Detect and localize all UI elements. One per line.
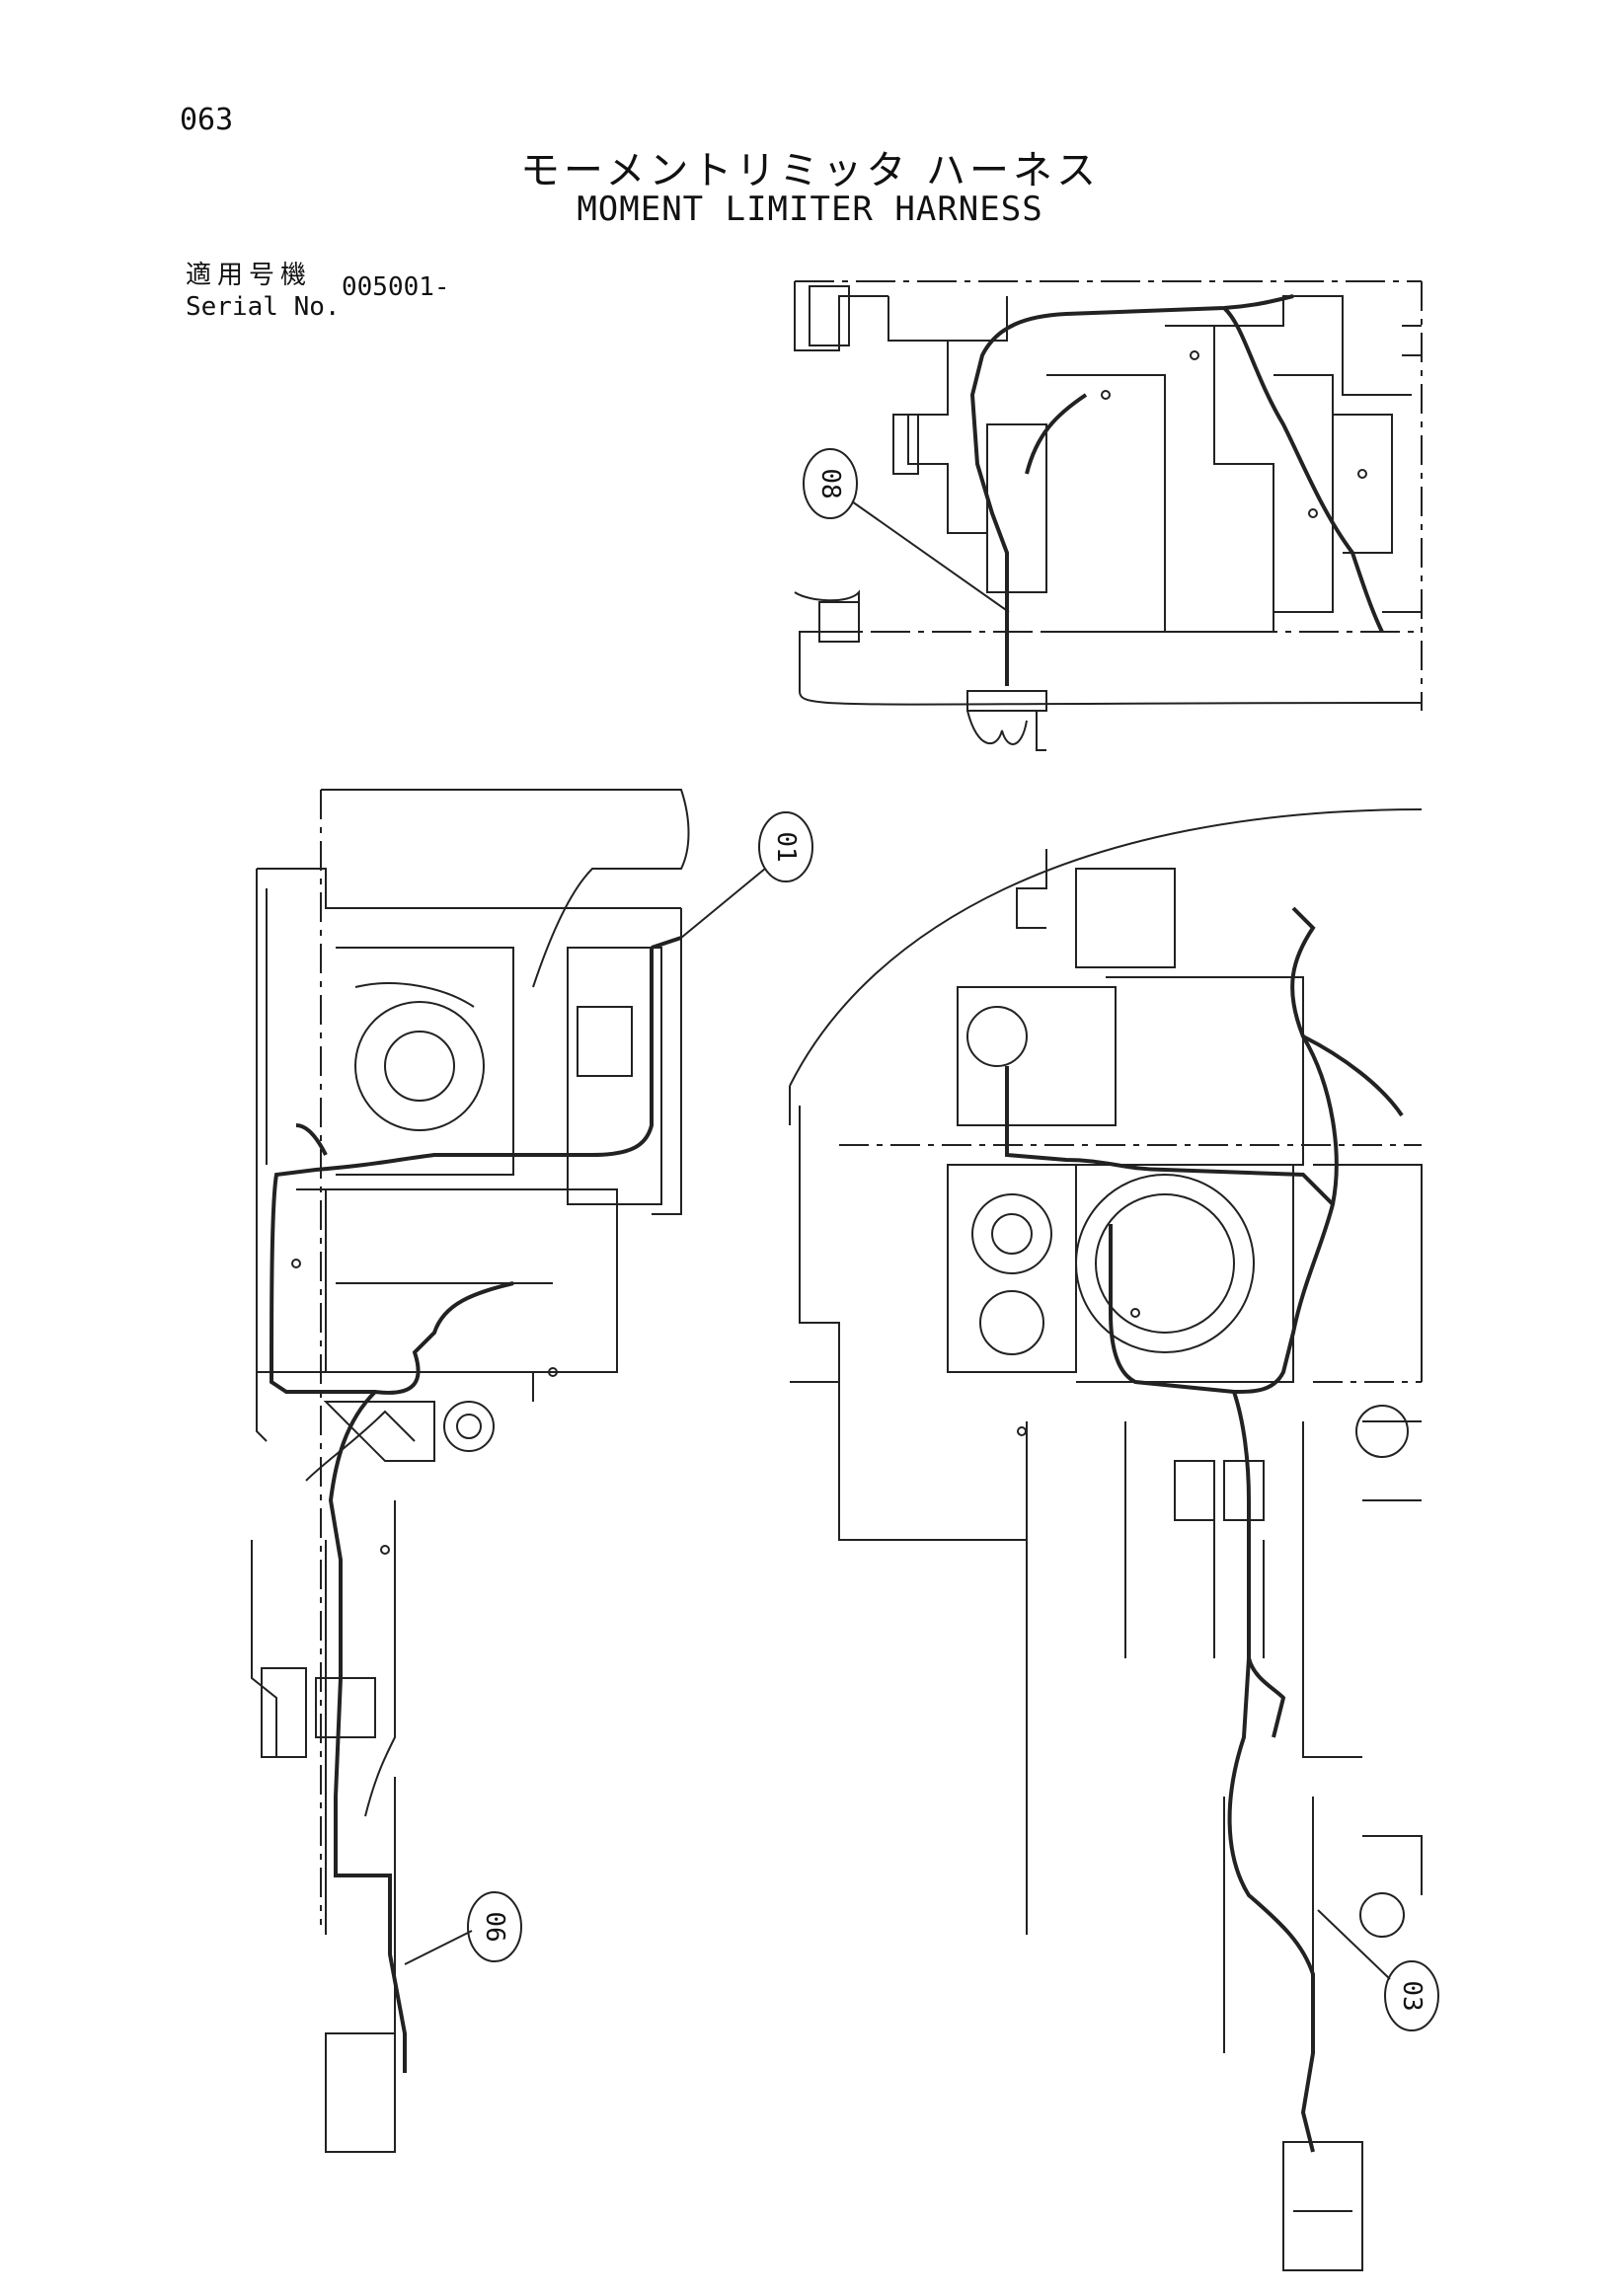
top-view-machine-outline (794, 280, 1423, 751)
callout-03 (1317, 1909, 1439, 2031)
callout-06-label: 06 (480, 1911, 509, 1942)
title-english: MOMENT LIMITER HARNESS (577, 190, 1043, 229)
right-view-machine-outline (789, 808, 1423, 2271)
callout-01 (680, 811, 813, 939)
top-view-harness (969, 294, 1384, 686)
callout-01-label: 01 (771, 831, 801, 862)
page-number: 063 (180, 103, 234, 137)
serial-number-value: 005001- (342, 272, 450, 302)
callout-06 (404, 1891, 522, 1965)
serial-label-japanese: 適用号機 (186, 261, 313, 290)
callout-08-label: 08 (815, 468, 845, 498)
right-view-harness (1005, 906, 1404, 2153)
callout-08 (803, 448, 1010, 613)
title-japanese: モーメントリミッタ ハーネス (519, 148, 1101, 193)
callout-03-label: 03 (1397, 1980, 1427, 2011)
left-view-machine-outline (251, 789, 690, 2153)
serial-label-english: Serial No. (186, 292, 341, 322)
left-view-harness (269, 936, 682, 2073)
